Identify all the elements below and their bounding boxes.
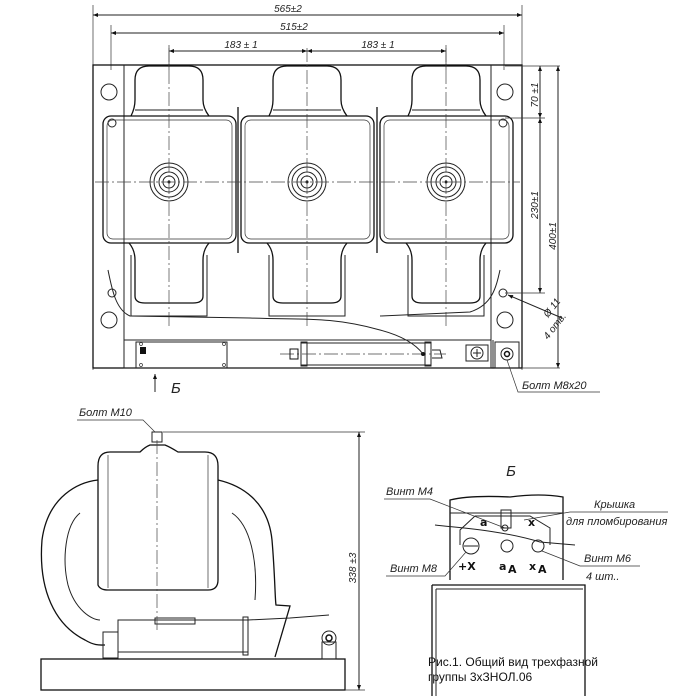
dim-height: 338 ±3 bbox=[348, 552, 359, 583]
detail-base bbox=[431, 584, 586, 696]
terminal-x-A bbox=[531, 539, 545, 553]
ground-bolt-box bbox=[494, 341, 520, 369]
screw bbox=[222, 342, 226, 346]
terminal-m8 bbox=[462, 537, 480, 555]
mounting-hole bbox=[100, 83, 118, 101]
terminal-a-A bbox=[500, 539, 514, 553]
bracket bbox=[102, 631, 119, 659]
transformer-top-lobe bbox=[407, 65, 487, 117]
terminal-label-x-A-sub: A bbox=[538, 563, 547, 576]
label-screw-m6-qty: 4 шт.. bbox=[586, 571, 619, 583]
mounting-hole bbox=[496, 311, 514, 329]
screw bbox=[222, 363, 226, 367]
side-terminal-inner bbox=[325, 634, 333, 642]
terminal-m4 bbox=[501, 524, 509, 532]
view-arrow-label: Б bbox=[171, 380, 181, 397]
transformer-core bbox=[379, 115, 514, 244]
detail-title: Б bbox=[506, 463, 516, 480]
magnetic-loop-left bbox=[40, 479, 106, 646]
leader-line bbox=[541, 550, 640, 567]
seal-wire bbox=[434, 524, 576, 546]
leader-line bbox=[77, 419, 156, 433]
screw bbox=[139, 363, 143, 367]
dim-pitch-left: 183 ± 1 bbox=[224, 40, 257, 51]
side-base bbox=[40, 658, 346, 691]
label-screw-m6: Винт М6 bbox=[584, 553, 632, 565]
leader-line bbox=[386, 551, 467, 577]
fuse-holder-side bbox=[117, 619, 249, 653]
cover-latch bbox=[500, 509, 512, 529]
label-screw-m4: Винт М4 bbox=[386, 486, 433, 498]
fuse-end bbox=[242, 616, 249, 656]
top-bolt bbox=[151, 431, 163, 443]
transformer-core-inner bbox=[106, 119, 233, 240]
terminal-plate-mark bbox=[140, 347, 146, 354]
leader-line bbox=[384, 498, 506, 529]
dim-top-offset: 70 ±1 bbox=[530, 83, 541, 108]
label-cover-sub: для пломбирования bbox=[566, 516, 667, 528]
figure-caption-line2: группы 3хЗНОЛ.06 bbox=[428, 670, 533, 684]
dim-overall-width: 565±2 bbox=[274, 4, 302, 15]
terminal-label-x-A: x bbox=[529, 560, 536, 573]
mounting-hole bbox=[100, 311, 118, 329]
fuse-nut bbox=[289, 348, 299, 360]
transformer-body bbox=[97, 444, 219, 591]
fuse-tip bbox=[432, 349, 443, 359]
transformer-core-inner bbox=[244, 119, 371, 240]
terminal-label-a: a bbox=[480, 516, 487, 529]
wire bbox=[379, 269, 501, 317]
label-screw-m8: Винт М8 bbox=[390, 563, 438, 575]
ground-terminal bbox=[465, 344, 489, 362]
transformer-core bbox=[102, 115, 237, 244]
terminal-housing bbox=[449, 494, 564, 580]
side-terminal bbox=[321, 630, 337, 646]
mounting-hole bbox=[496, 83, 514, 101]
transformer-core-inner bbox=[383, 119, 510, 240]
ground-cross bbox=[473, 349, 481, 357]
transformer-top-lobe bbox=[268, 65, 348, 117]
loop-inner-right bbox=[231, 512, 257, 601]
screw bbox=[139, 342, 143, 346]
label-cover: Крышка bbox=[594, 499, 635, 511]
terminal-strip bbox=[123, 339, 492, 369]
hole-leader bbox=[507, 294, 563, 319]
fuse-support bbox=[154, 617, 196, 625]
side-terminal-base bbox=[321, 641, 337, 660]
ground-bolt bbox=[500, 347, 514, 361]
ground-terminal-screw bbox=[470, 346, 484, 360]
small-hole bbox=[498, 118, 508, 128]
transformer-top-lobe bbox=[130, 65, 210, 117]
label-bolt-m8x20: Болт М8х20 bbox=[522, 380, 587, 392]
wire bbox=[107, 269, 424, 355]
terminal-label-plus-x: +X bbox=[458, 560, 476, 573]
dim-overall-depth: 400±1 bbox=[548, 222, 559, 250]
loop-inner-left bbox=[64, 512, 101, 621]
terminal-label-a-A: a bbox=[499, 560, 506, 573]
dim-inner-width: 515±2 bbox=[280, 22, 308, 33]
terminal-label-x: x bbox=[528, 516, 535, 529]
cover-outline bbox=[459, 515, 551, 545]
transformer-units bbox=[102, 48, 514, 326]
magnetic-loop-right bbox=[217, 479, 291, 658]
transformer-core bbox=[240, 115, 375, 244]
side-wire bbox=[247, 614, 330, 621]
label-bolt-m10: Болт М10 bbox=[79, 407, 133, 419]
leader-line bbox=[523, 511, 668, 521]
terminal-plate bbox=[135, 341, 228, 369]
ground-bolt-inner bbox=[503, 350, 511, 358]
leader-line bbox=[506, 359, 600, 393]
detail-view-b: Б a x +X a A x A Винт М4 Крышка для плом… bbox=[384, 463, 668, 696]
figure-caption-line1: Рис.1. Общий вид трехфазной bbox=[428, 655, 598, 669]
side-view: Болт М10 338 ±3 bbox=[40, 407, 365, 691]
top-view: 565±2 515±2 183 ± 1 183 ± 1 bbox=[92, 4, 600, 397]
dim-center-height: 230±1 bbox=[530, 191, 541, 220]
fuse-holder bbox=[280, 341, 446, 367]
terminal-label-a-A-sub: A bbox=[508, 563, 517, 576]
dim-pitch-right: 183 ± 1 bbox=[361, 40, 394, 51]
